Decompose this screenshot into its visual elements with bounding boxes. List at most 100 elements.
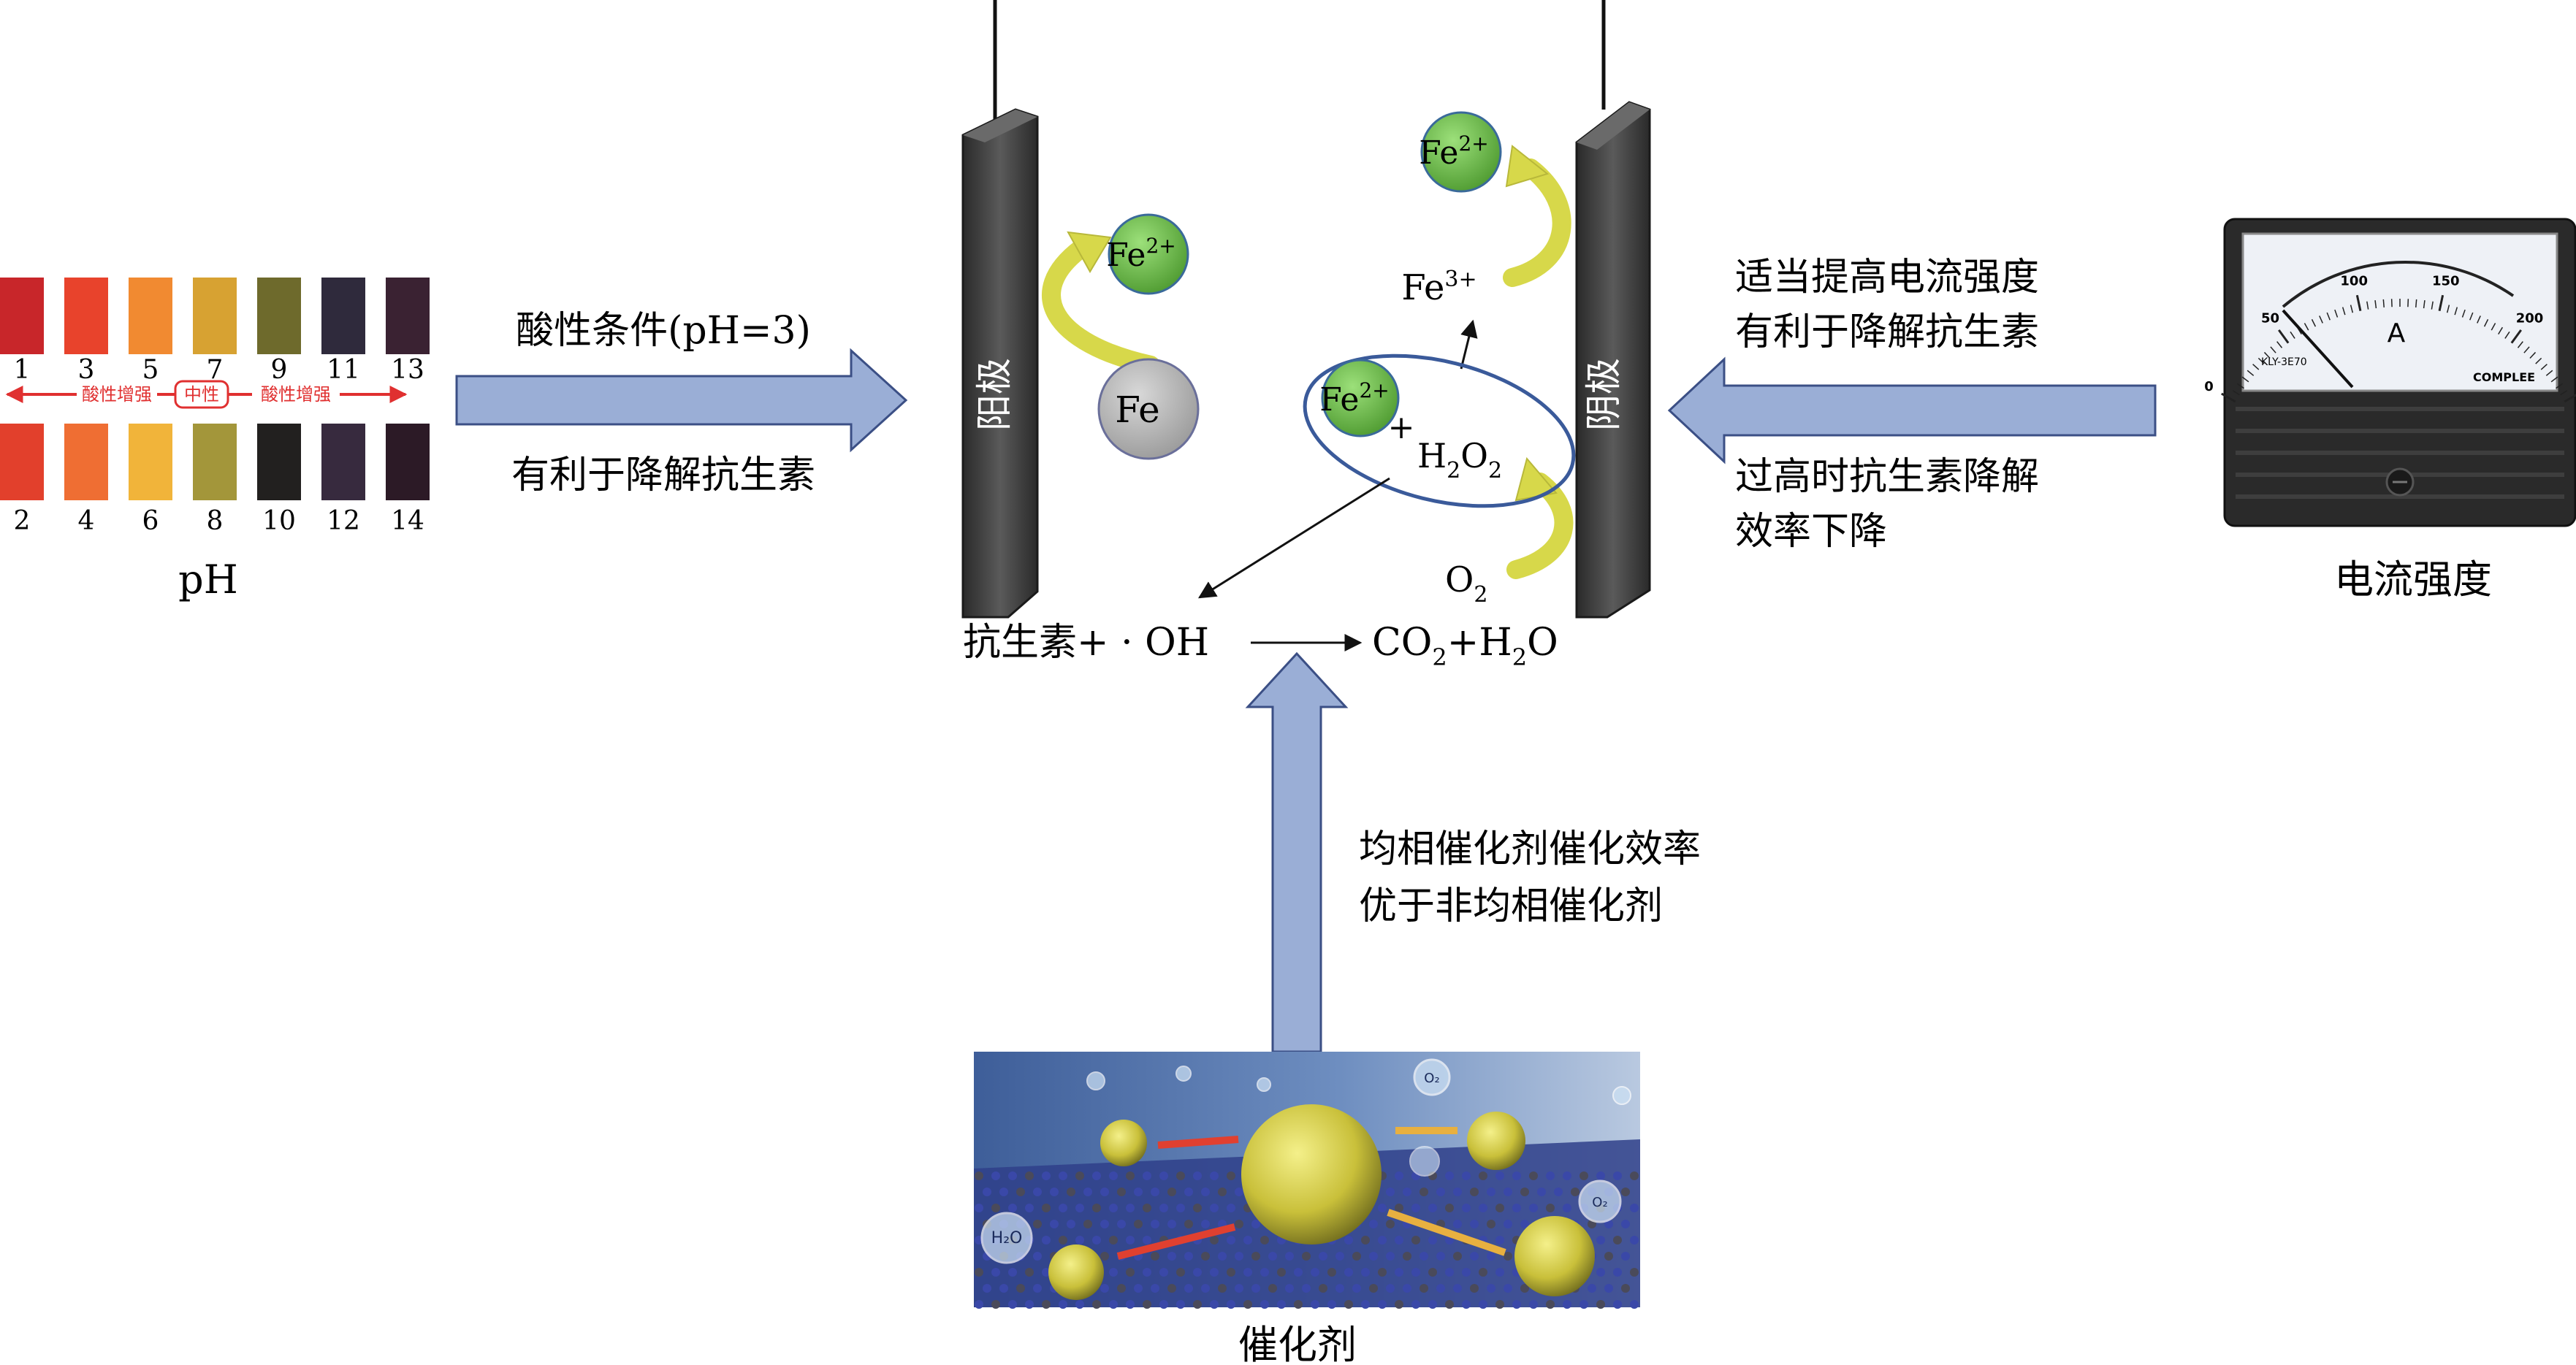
lattice-atom: [1143, 1236, 1151, 1244]
ammeter-tick: [2290, 331, 2295, 339]
lattice-atom: [1495, 1204, 1504, 1212]
bubble-small-5: [1409, 1146, 1440, 1177]
ammeter-tick: [2374, 300, 2377, 309]
lattice-atom: [1495, 1300, 1504, 1309]
lattice-atom: [1630, 1300, 1639, 1309]
lattice-atom: [1386, 1188, 1395, 1196]
lattice-atom: [1462, 1300, 1471, 1309]
lattice-atom: [1470, 1252, 1479, 1261]
lattice-atom: [1268, 1284, 1277, 1293]
cathode-label: 阴极: [1582, 358, 1625, 431]
lattice-atom: [999, 1284, 1008, 1293]
lattice-atom: [1462, 1204, 1471, 1212]
lattice-atom: [1537, 1188, 1546, 1196]
lattice-atom: [1395, 1236, 1403, 1244]
ammeter-dial: [2241, 232, 2558, 392]
ph-top-number-13: 13: [391, 355, 424, 385]
ph-caption: pH: [178, 557, 238, 603]
ph-base-label-bg: [252, 384, 340, 405]
bubble-small-1: [1086, 1071, 1105, 1090]
lattice-atom: [1420, 1252, 1428, 1261]
lattice-atom: [1008, 1171, 1017, 1180]
lattice-atom: [991, 1300, 1000, 1309]
anode-fe2-ion: [1108, 213, 1189, 295]
lattice-atom: [1285, 1252, 1294, 1261]
ph-neutral-box: [174, 380, 229, 409]
lattice-atom: [1378, 1268, 1387, 1277]
ph-bottom-swatch-14: [386, 424, 430, 500]
lattice-atom: [1159, 1268, 1168, 1277]
ammeter-needle: [2282, 309, 2354, 389]
lattice-atom: [1176, 1268, 1185, 1277]
ph-acid-label: 酸性增强: [82, 384, 152, 405]
lattice-atom: [1403, 1188, 1411, 1196]
lattice-atom: [1134, 1188, 1143, 1196]
lattice-atom: [1151, 1284, 1159, 1293]
ammeter-tick: [2247, 370, 2255, 376]
lattice-atom: [1302, 1252, 1311, 1261]
ammeter-tick: [2446, 305, 2450, 313]
lattice-atom: [1033, 1252, 1042, 1261]
ph-top-number-9: 9: [271, 355, 288, 385]
lattice-atom: [1445, 1204, 1454, 1212]
ammeter-tick: [2517, 341, 2523, 348]
lattice-atom: [1361, 1300, 1370, 1309]
ammeter-tick: [2278, 329, 2290, 344]
ammeter-tick: [2341, 307, 2346, 316]
nanoparticle-small-2: [1048, 1244, 1104, 1300]
ph-top-swatch-5: [129, 278, 172, 354]
lattice-atom: [1117, 1220, 1126, 1228]
reaction-products: CO2+H2O: [1372, 621, 1558, 671]
lattice-atom: [1294, 1268, 1303, 1277]
lattice-atom: [975, 1204, 983, 1212]
ammeter-ribs: [2236, 407, 2564, 499]
lattice-atom: [1042, 1204, 1051, 1212]
lattice-atom: [975, 1268, 983, 1277]
lattice-atom: [1579, 1300, 1588, 1309]
ammeter-tick: [2257, 357, 2265, 364]
lattice-atom: [1319, 1284, 1327, 1293]
ammeter-tick: [2270, 346, 2276, 353]
lattice-atom: [1210, 1236, 1219, 1244]
lattice-atom: [1210, 1171, 1219, 1180]
lattice-atom: [1554, 1188, 1563, 1196]
cathode-fe2-ion: [1420, 111, 1502, 193]
lattice-atom: [1470, 1220, 1479, 1228]
ammeter-tick: [2535, 357, 2542, 364]
ammeter-unit: A: [2388, 318, 2406, 348]
reaction-reactants: 抗生素+ · OH: [963, 621, 1209, 665]
lattice-atom: [1470, 1188, 1479, 1196]
lattice-atom: [1201, 1188, 1210, 1196]
lattice-atom: [1176, 1171, 1185, 1180]
lattice-atom: [1395, 1300, 1403, 1309]
lattice-atom: [1210, 1268, 1219, 1277]
lattice-atom: [1167, 1284, 1176, 1293]
ammeter-tick: [2241, 376, 2249, 383]
lattice-atom: [1218, 1188, 1227, 1196]
lattice-atom: [1302, 1284, 1311, 1293]
lattice-atom: [1126, 1268, 1135, 1277]
lattice-atom: [1453, 1188, 1462, 1196]
degradation-reaction: 抗生素+ · OH CO2+H2O: [963, 621, 1558, 671]
ammeter-tick-label: 150: [2432, 274, 2460, 289]
ph-top-number-1: 1: [14, 355, 31, 385]
lattice-atom: [1151, 1220, 1159, 1228]
lattice-atom: [1378, 1236, 1387, 1244]
lattice-atom: [1033, 1188, 1042, 1196]
ph-acid-label-bg: [77, 384, 157, 405]
ph-base-label: 酸性增强: [261, 384, 331, 405]
ammeter-tick: [2415, 299, 2417, 307]
lattice-atom: [1016, 1188, 1025, 1196]
lattice-atom: [1479, 1204, 1487, 1212]
lattice-atom: [999, 1188, 1008, 1196]
lattice-atom: [1025, 1171, 1034, 1180]
ammeter-tick: [2319, 316, 2323, 324]
ph-bottom-number-8: 8: [207, 506, 224, 536]
lattice-atom: [1159, 1300, 1168, 1309]
lattice-atom: [991, 1268, 1000, 1277]
bubble-o2-1-label: O₂: [1424, 1071, 1439, 1086]
lattice-atom: [1504, 1188, 1512, 1196]
lattice-atom: [1470, 1284, 1479, 1293]
lattice-atom: [1462, 1268, 1471, 1277]
